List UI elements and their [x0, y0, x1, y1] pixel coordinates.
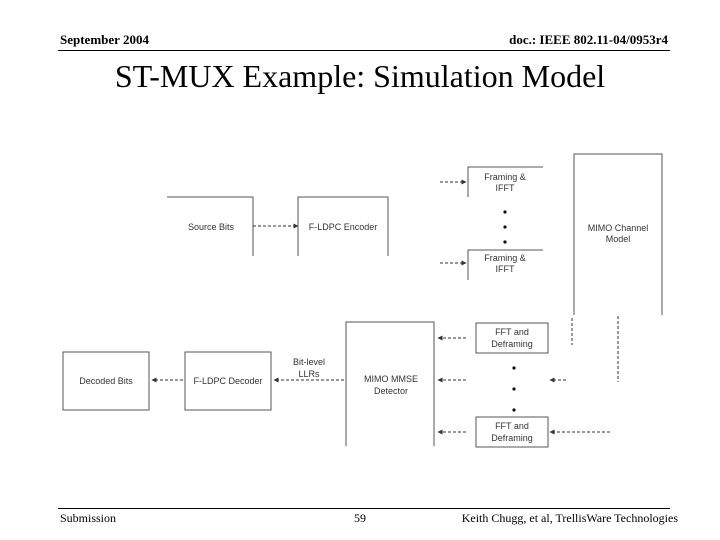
fft-top-label-line1: FFT and	[495, 327, 529, 337]
footer-rule	[58, 508, 670, 509]
framing-ifft-block-bottom: Framing & IFFT	[467, 249, 543, 280]
framing-top-outline	[467, 166, 543, 197]
detector-outline	[345, 321, 435, 446]
framing-bottom-label-line1: Framing &	[484, 253, 526, 263]
encoder-label: F-LDPC Encoder	[309, 222, 378, 232]
mimo-channel-label-line2: Model	[606, 234, 631, 244]
footer-authors: Keith Chugg, et al, TrellisWare Technolo…	[461, 511, 678, 525]
decoded-bits-block: Decoded Bits	[62, 351, 150, 411]
source-bits-outline	[167, 196, 254, 256]
decoder-block: F-LDPC Decoder	[184, 351, 272, 411]
llr-label-line1: Bit-level	[293, 357, 325, 367]
slide-title: ST-MUX Example: Simulation Model	[114, 58, 606, 94]
fft-deframing-block-bottom: FFT and Deframing	[475, 416, 549, 448]
ellipsis-dot	[503, 240, 507, 244]
framing-ifft-block-top: Framing & IFFT	[467, 166, 543, 197]
ellipsis-dot	[512, 387, 516, 391]
encoder-outline	[297, 196, 389, 256]
detector-label-line1: MIMO MMSE	[364, 374, 418, 384]
footer-page-number: 59	[354, 511, 366, 525]
llr-label-line2: LLRs	[298, 369, 320, 379]
ellipsis-dot	[503, 225, 507, 229]
fft-bottom-label-line1: FFT and	[495, 421, 529, 431]
fft-top-outline	[475, 322, 549, 354]
decoder-label: F-LDPC Decoder	[193, 376, 262, 386]
mimo-mmse-detector-block: MIMO MMSE Detector	[345, 321, 435, 446]
source-bits-label: Source Bits	[188, 222, 235, 232]
ellipsis-dot	[512, 366, 516, 370]
fft-bottom-outline	[475, 416, 549, 448]
mimo-channel-outline	[573, 153, 663, 315]
ellipsis-dot	[512, 408, 516, 412]
footer-submission: Submission	[60, 511, 117, 525]
framing-top-label-line2: IFFT	[496, 183, 515, 193]
source-bits-block: Source Bits	[167, 196, 254, 256]
detector-label-line2: Detector	[374, 386, 408, 396]
ellipsis-dot	[503, 210, 507, 214]
mimo-channel-label-line1: MIMO Channel	[588, 223, 649, 233]
framing-top-label-line1: Framing &	[484, 172, 526, 182]
decoded-bits-outline	[62, 351, 150, 411]
framing-bottom-label-line2: IFFT	[496, 264, 515, 274]
decoded-bits-label: Decoded Bits	[79, 376, 133, 386]
decoder-outline	[184, 351, 272, 411]
fft-bottom-label-line2: Deframing	[491, 433, 533, 443]
framing-bottom-outline	[467, 249, 543, 280]
header-rule	[58, 50, 670, 51]
fft-deframing-block-top: FFT and Deframing	[475, 322, 549, 354]
header-date: September 2004	[60, 32, 149, 47]
header-doc-number: doc.: IEEE 802.11-04/0953r4	[509, 32, 668, 47]
mimo-channel-block: MIMO Channel Model	[573, 153, 663, 315]
fft-top-label-line2: Deframing	[491, 339, 533, 349]
encoder-block: F-LDPC Encoder	[297, 196, 389, 256]
